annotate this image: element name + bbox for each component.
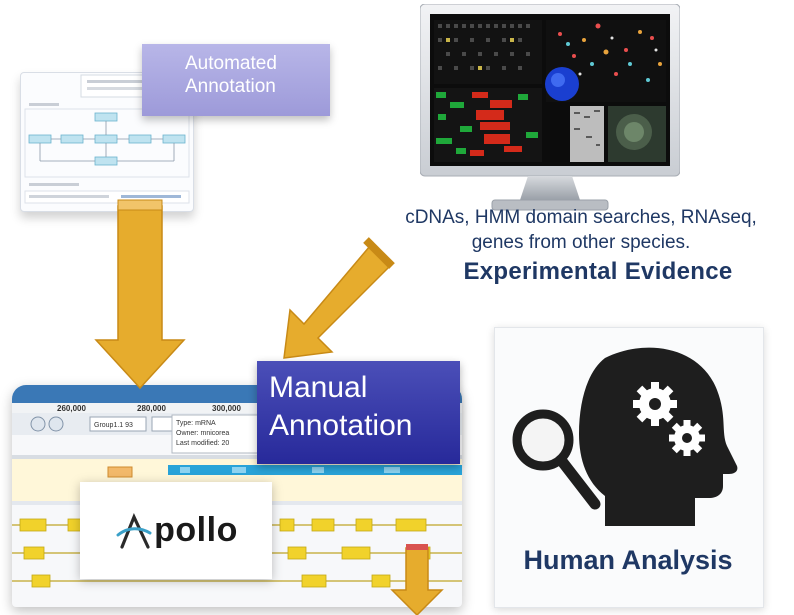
ruler-label-2: 280,000: [137, 404, 166, 413]
apollo-logo: pollo: [80, 482, 272, 579]
arrow-automated-to-apollo: [94, 199, 186, 390]
magnifier-icon: [512, 409, 601, 510]
popup-line-3: Last modified: 20: [176, 440, 229, 447]
sequence-dropdown: Group1.1 93: [94, 422, 133, 429]
arrow-apollo-output: [390, 544, 444, 615]
manual-annotation-label: Manual Annotation: [257, 361, 460, 464]
arrow-evidence-to-manual: [283, 237, 395, 359]
monitor-illustration: [420, 4, 680, 211]
apollo-a-icon: [116, 512, 152, 549]
popup-line-2: Owner: mnicorea: [176, 430, 229, 437]
head-with-gears-icon: [512, 347, 738, 526]
apollo-logo-text: pollo: [154, 511, 238, 549]
experimental-evidence-title: Experimental Evidence: [463, 258, 733, 285]
human-analysis-card: [494, 327, 764, 608]
ruler-label-3: 300,000: [212, 404, 241, 413]
evidence-line-2: genes from other species.: [471, 232, 691, 253]
gel-image: [570, 106, 604, 162]
microscopy-image: [608, 106, 666, 162]
human-analysis-label: Human Analysis: [523, 545, 733, 575]
evidence-line-1: cDNAs, HMM domain searches, RNAseq,: [405, 207, 757, 228]
network-image: [545, 20, 666, 102]
evidence-description: cDNAs, HMM domain searches, RNAseq, gene…: [368, 205, 794, 255]
microarray-image: [434, 20, 542, 84]
heatmap-image: [434, 88, 542, 162]
automated-annotation-label: Automated Annotation: [142, 44, 330, 116]
ruler-label-1: 260,000: [57, 404, 86, 413]
popup-line-1: Type: mRNA: [176, 420, 216, 427]
